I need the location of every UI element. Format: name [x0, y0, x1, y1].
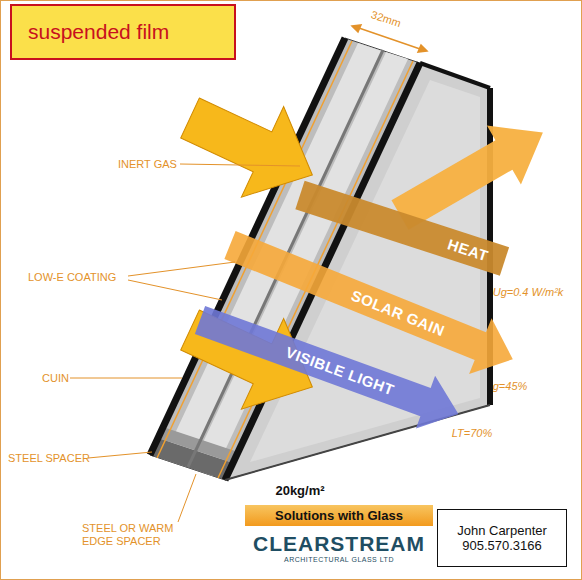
contact-name: John Carpenter: [457, 523, 547, 538]
dimension-line: [352, 25, 427, 52]
callout-label: CUIN: [42, 372, 69, 385]
weight-label: 20kg/m²: [275, 484, 324, 499]
callout-label: INERT GAS: [118, 158, 177, 171]
callout-label: STEEL SPACER: [8, 452, 90, 465]
callout-label: LOW-E COATING: [28, 271, 116, 284]
solar-gain-arrow: [219, 217, 524, 387]
logo-subtitle: ARCHITECTURAL GLASS LTD: [284, 556, 394, 563]
lt-value-label: LT=70%: [452, 427, 492, 440]
heat-band: [295, 181, 509, 276]
u-value-label: Ug=0.4 W/m²k: [493, 286, 564, 299]
logo-name: CLEARSTREAM: [253, 532, 425, 556]
pane-top-edge: [420, 63, 490, 88]
box-title: suspended film: [28, 20, 169, 44]
g-value-label: g=45%: [493, 380, 528, 393]
contact-box: John Carpenter905.570.3166: [437, 509, 567, 567]
contact-phone: 905.570.3166: [462, 538, 542, 553]
callout-label: STEEL OR WARM EDGE SPACER: [82, 522, 192, 547]
logo-slogan: Solutions with Glass: [245, 505, 433, 526]
dimension-label: 32mm: [370, 8, 403, 29]
title-box: suspended film: [10, 4, 236, 60]
leader-lines: [70, 164, 300, 522]
logo-box: Solutions with GlassCLEARSTREAMARCHITECT…: [245, 505, 433, 573]
